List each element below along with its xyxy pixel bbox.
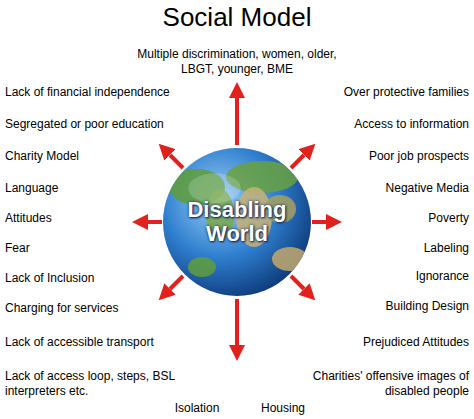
diagram-title: Social Model [0, 2, 474, 32]
arrow-down-left [170, 276, 183, 289]
globe-node: Disabling World [162, 147, 312, 297]
barrier-label: Poor job prospects [369, 149, 469, 164]
barrier-label: Attitudes [5, 211, 52, 226]
barrier-label: Labeling [424, 241, 469, 256]
barrier-label: Multiple discrimination, women, older, L… [127, 47, 347, 77]
barrier-label: Negative Media [386, 181, 469, 196]
barrier-label: Ignorance [416, 269, 469, 284]
barrier-label: Poverty [428, 211, 469, 226]
barrier-label: Language [5, 181, 58, 196]
barrier-label: Segregated or poor education [5, 117, 164, 132]
arrow-right [312, 220, 326, 224]
arrow-up-left [170, 155, 183, 168]
arrow-left [148, 220, 162, 224]
barrier-label: Charity Model [5, 149, 79, 164]
barrier-label: Lack of financial independence [5, 85, 170, 100]
barrier-label: Lack of access loop, steps, BSL interpre… [5, 369, 205, 399]
barrier-label: Lack of accessible transport [5, 335, 154, 350]
barrier-label: Lack of Inclusion [5, 271, 94, 286]
barrier-label: Access to information [354, 117, 469, 132]
arrow-up [235, 98, 239, 145]
barrier-label: Fear [5, 241, 30, 256]
barrier-label: Prejudiced Attitudes [363, 335, 469, 350]
arrow-down [235, 299, 239, 345]
barrier-label: Over protective families [344, 85, 469, 100]
barrier-label: Charging for services [5, 301, 118, 316]
barrier-label: Building Design [386, 299, 469, 314]
barrier-label: Housing [261, 401, 305, 416]
barrier-label: Charities' offensive images of disabled … [294, 369, 469, 399]
arrow-up-right [291, 155, 304, 168]
arrow-down-right [291, 276, 304, 289]
barrier-label: Isolation [175, 401, 220, 416]
globe-label: Disabling World [179, 198, 295, 246]
